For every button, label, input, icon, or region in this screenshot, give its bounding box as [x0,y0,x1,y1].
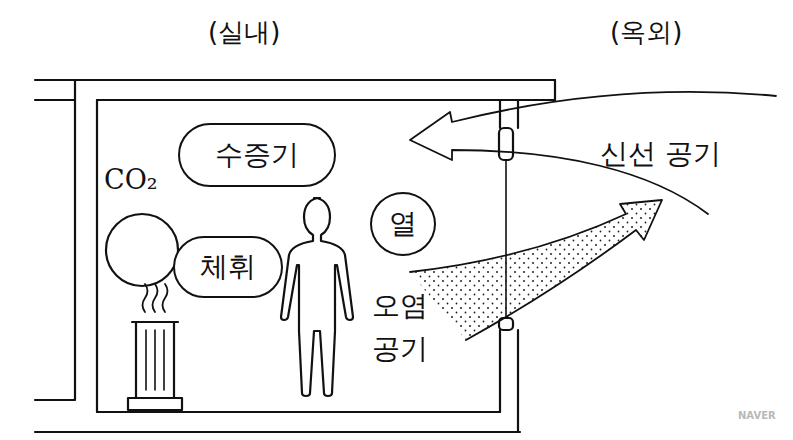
node-text: 체휘 [200,252,256,283]
right-wall [500,330,518,432]
heater-body [136,322,174,398]
person-figure [281,198,353,396]
heater-base [128,398,182,410]
ceiling-line [35,79,555,81]
gas-label: CO₂ [104,164,158,195]
heater-top [132,321,178,323]
odor-pill: 체휘 [173,236,284,298]
ceiling-line [35,99,555,101]
air-label: 오염 공기 [372,284,444,371]
node-text: 수증기 [215,140,299,171]
air-label: 신선 공기 [600,138,721,170]
region-label: (실내) [208,18,280,48]
floor-line [35,412,520,432]
heater-grill [146,330,164,390]
left-wall [35,80,75,400]
heat-waves [143,284,168,312]
vapor-pill: 수증기 [178,123,336,187]
left-wall [96,100,98,412]
ceiling-end [554,80,556,100]
polluted-air-arrow [410,200,662,340]
node-text: 열 [389,209,417,240]
region-label: (옥외) [610,18,682,48]
window-frame [499,128,513,160]
fresh-air-arrow [410,92,776,214]
right-wall [500,100,518,128]
watermark: NAVER [738,410,776,422]
heat-ellipse: 열 [370,192,436,256]
co2-circle [106,214,178,286]
